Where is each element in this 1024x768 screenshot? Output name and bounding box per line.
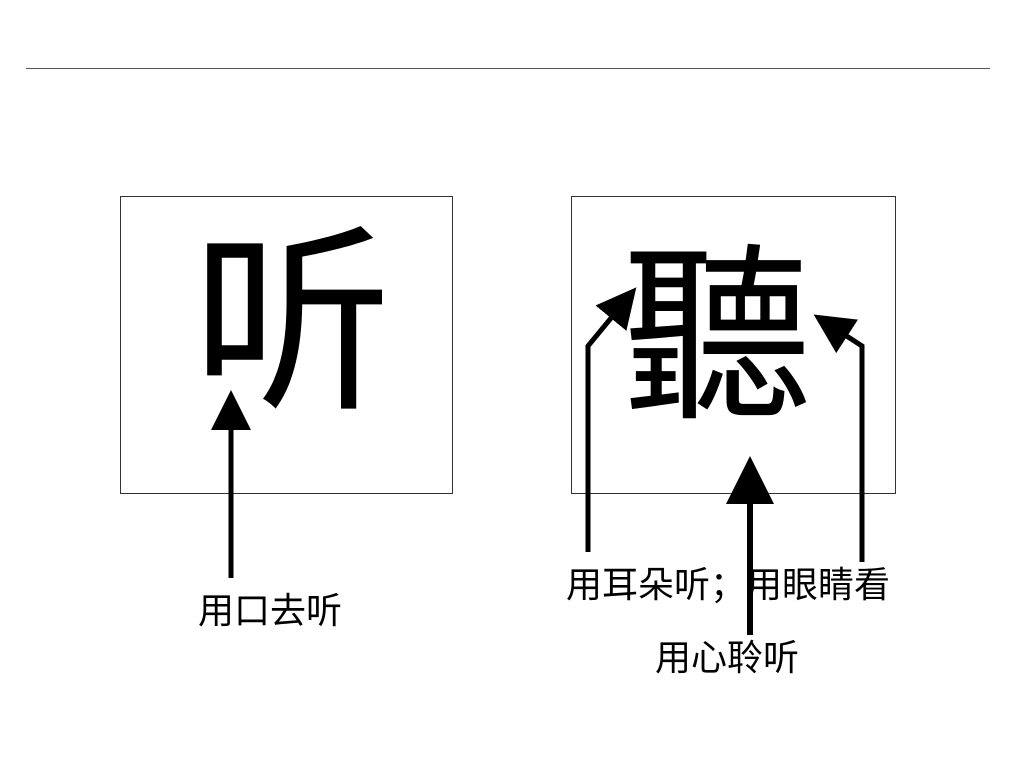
simplified-character: 听: [192, 208, 393, 441]
label-mouth: 用口去听: [198, 591, 343, 632]
simplified-char-box: [120, 196, 453, 494]
traditional-character: 聽: [622, 227, 813, 448]
label-ear-eye: 用耳朵听；用眼睛看: [566, 565, 891, 606]
label-heart: 用心聆听: [655, 638, 800, 679]
top-divider: [26, 68, 990, 69]
